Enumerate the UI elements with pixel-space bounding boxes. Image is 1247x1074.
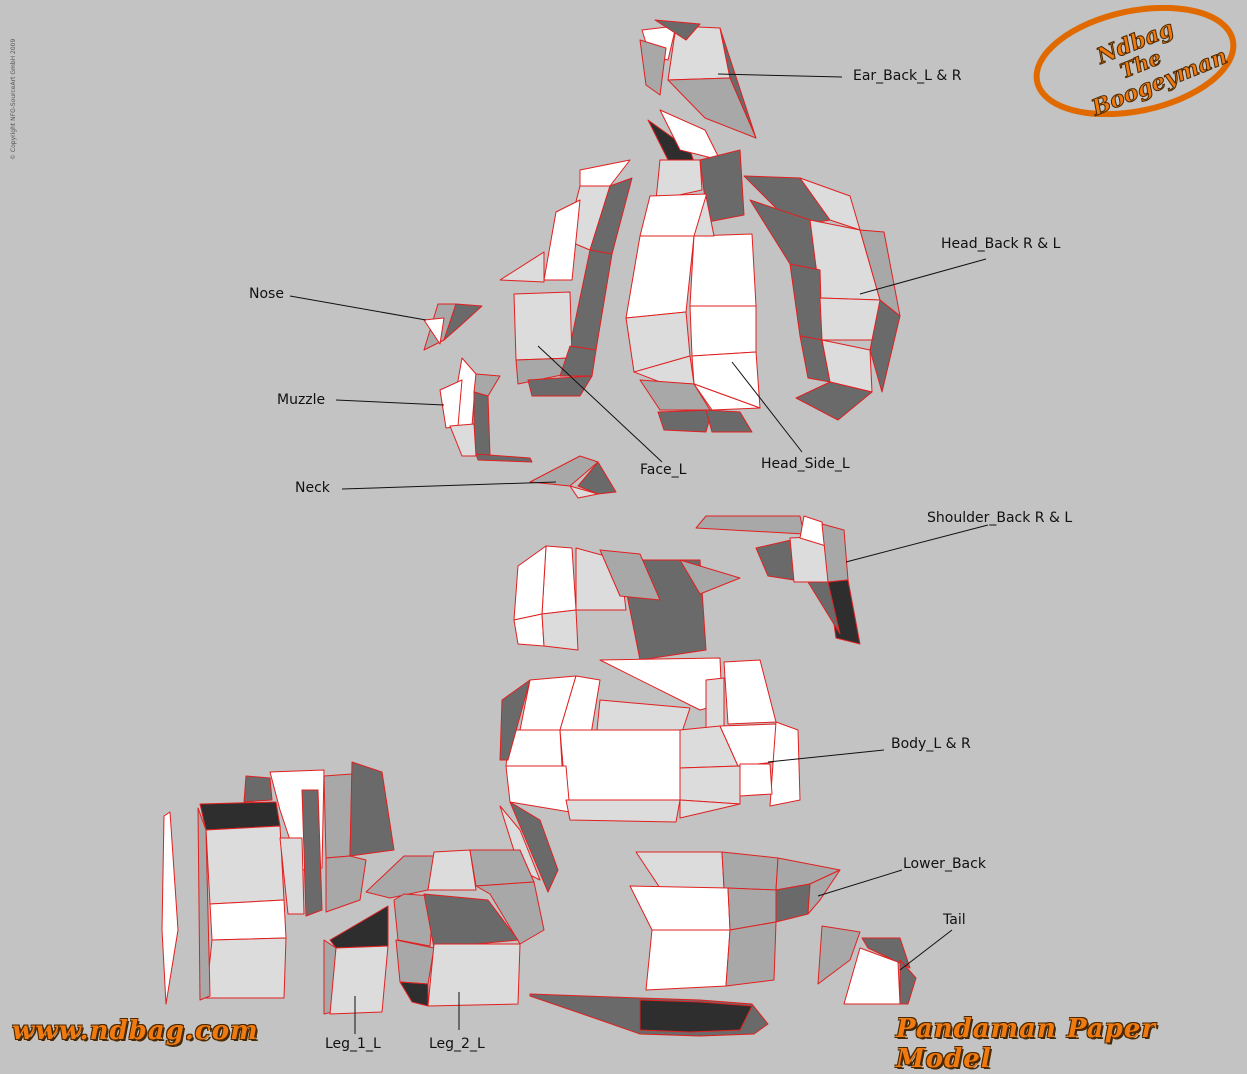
head-back-part: [743, 175, 901, 421]
tail-part: [817, 925, 917, 1005]
neck-part: [529, 455, 617, 499]
label-leg-1: Leg_1_L: [325, 1036, 381, 1052]
ear-back-part: [639, 19, 757, 223]
head-side-part: [625, 193, 761, 433]
sole-part: [529, 993, 769, 1037]
label-head-side-l: Head_Side_L: [761, 456, 850, 472]
muzzle-part: [439, 357, 533, 463]
body-part: [499, 545, 801, 893]
label-leg-2: Leg_2_L: [429, 1036, 485, 1052]
ndbag-logo[interactable]: Ndbag The Boogeyman: [1030, 5, 1240, 117]
label-nose: Nose: [249, 286, 284, 302]
label-lower-back: Lower_Back: [903, 856, 986, 872]
label-head-back: Head_Back R & L: [941, 236, 1061, 252]
face-part: [499, 159, 633, 397]
copyright-notice: © Copyright NFG-SourceArt GmbH 2009: [10, 38, 17, 160]
label-shoulder-back: Shoulder_Back R & L: [927, 510, 1073, 526]
label-ear-back: Ear_Back_L & R: [853, 68, 962, 84]
shoulder-back-part: [695, 515, 861, 645]
website-link[interactable]: www.ndbag.com: [12, 1016, 259, 1046]
label-muzzle: Muzzle: [277, 392, 326, 408]
leg-part: [323, 849, 545, 1015]
nose-part: [423, 303, 483, 351]
model-title: Pandaman Paper Model: [896, 1014, 1157, 1074]
leader-lines: [289, 73, 989, 1034]
label-body: Body_L & R: [891, 736, 971, 752]
label-neck: Neck: [295, 480, 330, 496]
leg-part: [161, 761, 395, 1005]
label-tail: Tail: [943, 912, 966, 928]
label-face-l: Face_L: [640, 462, 687, 478]
lower-back-part: [629, 851, 841, 991]
